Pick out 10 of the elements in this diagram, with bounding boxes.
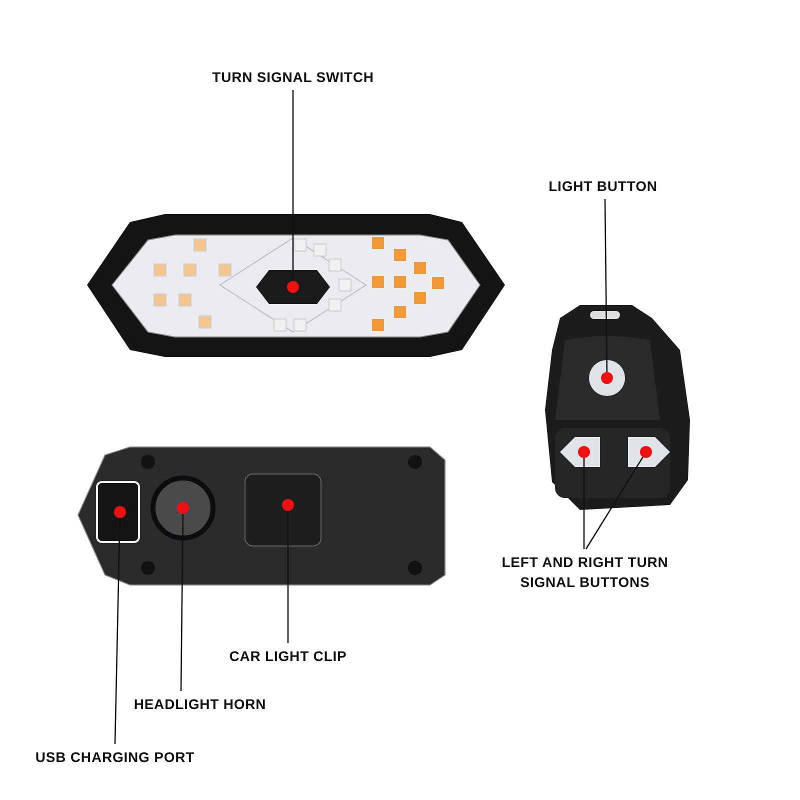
part-label: LIGHT BUTTON: [538, 176, 668, 196]
part-label: TURN SIGNAL SWITCH: [198, 67, 388, 87]
part-label: LEFT AND RIGHT TURN SIGNAL BUTTONS: [480, 552, 690, 592]
part-label: USB CHARGING PORT: [22, 747, 208, 767]
leader-line: [604, 199, 608, 372]
leader-line: [292, 90, 294, 281]
part-label: CAR LIGHT CLIP: [213, 646, 363, 666]
part-label: HEADLIGHT HORN: [120, 694, 280, 714]
leader-line: [180, 514, 184, 691]
leader-line: [287, 511, 289, 643]
